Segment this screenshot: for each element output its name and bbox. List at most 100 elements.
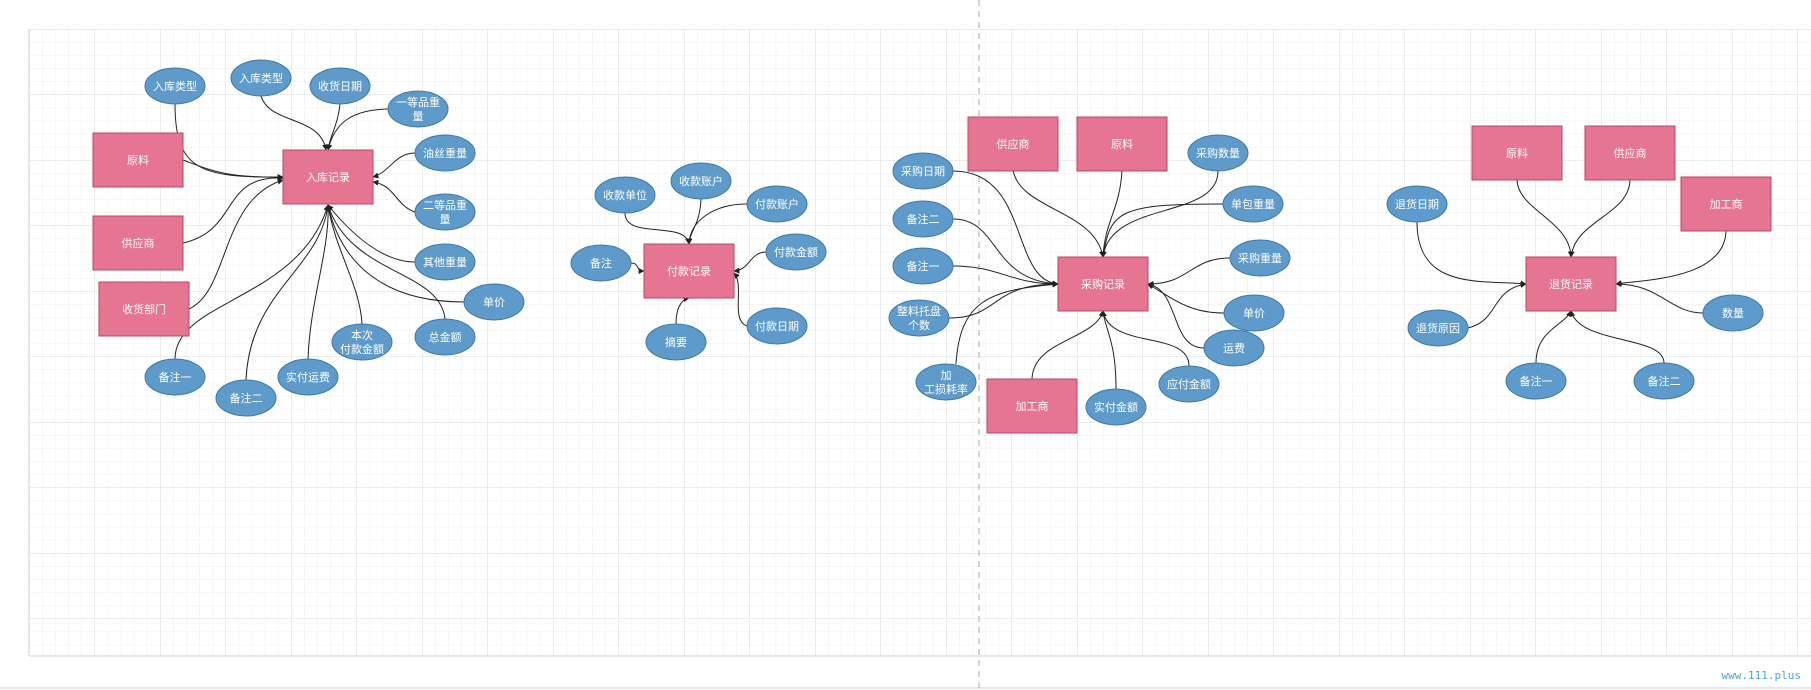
attribute-node[interactable]: 备注二	[215, 379, 277, 417]
connector-line[interactable]	[1516, 178, 1574, 258]
connector-line[interactable]	[1467, 281, 1527, 329]
attribute-node[interactable]: 单包重量	[1222, 185, 1284, 223]
attribute-node[interactable]: 备注一	[144, 358, 206, 396]
attribute-ellipse[interactable]	[892, 247, 954, 285]
attribute-node[interactable]: 备注一	[1505, 362, 1567, 400]
attribute-node[interactable]: 二等品重量	[414, 193, 476, 231]
connector-line[interactable]	[948, 281, 1059, 319]
connector-line[interactable]	[174, 103, 284, 181]
attribute-ellipse[interactable]	[463, 283, 525, 321]
connector-line[interactable]	[630, 262, 645, 274]
attribute-node[interactable]: 本次付款金额	[331, 323, 393, 361]
attribute-node[interactable]: 整料托盘个数	[888, 299, 950, 337]
connector-line[interactable]	[1569, 310, 1665, 364]
attribute-ellipse[interactable]	[746, 185, 808, 223]
entity-box[interactable]	[1076, 116, 1168, 172]
attribute-ellipse[interactable]	[746, 307, 808, 345]
attribute-node[interactable]: 付款日期	[746, 307, 808, 345]
connector-line[interactable]	[245, 204, 331, 381]
attribute-node[interactable]: 入库类型	[144, 67, 206, 105]
connector-line[interactable]	[1031, 310, 1105, 381]
connector-line[interactable]	[955, 281, 1059, 365]
attribute-ellipse[interactable]	[277, 358, 339, 396]
connector-line[interactable]	[1100, 169, 1123, 258]
attribute-ellipse[interactable]	[414, 318, 476, 356]
attribute-node[interactable]: 采购重量	[1229, 239, 1291, 277]
connector-line[interactable]	[1147, 283, 1225, 314]
entity-node[interactable]: 原料	[1076, 116, 1168, 172]
attribute-ellipse[interactable]	[414, 134, 476, 172]
connector-line[interactable]	[733, 272, 748, 327]
attribute-ellipse[interactable]	[670, 162, 732, 200]
attribute-ellipse[interactable]	[888, 299, 950, 337]
attribute-ellipse[interactable]	[892, 200, 954, 238]
connector-line[interactable]	[1012, 169, 1106, 258]
attribute-ellipse[interactable]	[144, 358, 206, 396]
entity-center-3[interactable]: 退货记录	[1525, 256, 1617, 312]
entity-box[interactable]	[92, 132, 184, 188]
attribute-node[interactable]: 采购数量	[1187, 134, 1249, 172]
attribute-ellipse[interactable]	[1407, 309, 1469, 347]
attribute-ellipse[interactable]	[645, 323, 707, 361]
entity-center-1[interactable]: 付款记录	[643, 243, 735, 299]
attribute-ellipse[interactable]	[1633, 362, 1695, 400]
attribute-ellipse[interactable]	[915, 363, 977, 401]
entity-box[interactable]	[282, 149, 374, 205]
entity-center-2[interactable]: 采购记录	[1057, 256, 1149, 312]
entity-box[interactable]	[1057, 256, 1149, 312]
connector-line[interactable]	[1100, 203, 1224, 258]
connector-line[interactable]	[1147, 282, 1205, 349]
attribute-node[interactable]: 运费	[1203, 329, 1265, 367]
attribute-ellipse[interactable]	[414, 193, 476, 231]
attribute-node[interactable]: 加工损耗率	[915, 363, 977, 401]
connector-line[interactable]	[372, 179, 416, 213]
attribute-ellipse[interactable]	[144, 67, 206, 105]
attribute-ellipse[interactable]	[1702, 294, 1764, 332]
entity-box[interactable]	[1471, 125, 1563, 181]
entity-node[interactable]: 原料	[1471, 125, 1563, 181]
attribute-node[interactable]: 退货日期	[1386, 185, 1448, 223]
attribute-node[interactable]: 实付运费	[277, 358, 339, 396]
attribute-ellipse[interactable]	[1085, 388, 1147, 426]
attribute-ellipse[interactable]	[387, 90, 449, 128]
attribute-ellipse[interactable]	[230, 59, 292, 97]
attribute-ellipse[interactable]	[215, 379, 277, 417]
entity-box[interactable]	[1584, 125, 1676, 181]
entity-node[interactable]: 供应商	[967, 116, 1059, 172]
attribute-node[interactable]: 入库类型	[230, 59, 292, 97]
connector-line[interactable]	[1101, 310, 1190, 367]
attribute-node[interactable]: 其他重量	[414, 243, 476, 281]
attribute-ellipse[interactable]	[892, 152, 954, 190]
attribute-node[interactable]: 油丝重量	[414, 134, 476, 172]
connector-line[interactable]	[174, 204, 330, 360]
attribute-ellipse[interactable]	[570, 244, 632, 282]
connector-line[interactable]	[1147, 257, 1231, 287]
entity-node[interactable]: 原料	[92, 132, 184, 188]
attribute-ellipse[interactable]	[1222, 185, 1284, 223]
entity-box[interactable]	[1525, 256, 1617, 312]
attribute-node[interactable]: 退货原因	[1407, 309, 1469, 347]
attribute-node[interactable]: 单价	[463, 283, 525, 321]
attribute-ellipse[interactable]	[414, 243, 476, 281]
connector-line[interactable]	[307, 204, 332, 360]
entity-box[interactable]	[986, 378, 1078, 434]
connector-line[interactable]	[624, 212, 692, 245]
connector-line[interactable]	[1535, 310, 1572, 364]
connector-line[interactable]	[1615, 229, 1727, 287]
attribute-node[interactable]: 备注二	[1633, 362, 1695, 400]
entity-box[interactable]	[967, 116, 1059, 172]
connector-line[interactable]	[1416, 221, 1527, 287]
attribute-node[interactable]: 备注一	[892, 247, 954, 285]
entity-box[interactable]	[92, 215, 184, 271]
entity-node[interactable]: 加工商	[1680, 176, 1772, 232]
attribute-ellipse[interactable]	[1386, 185, 1448, 223]
connector-line[interactable]	[326, 204, 465, 303]
attribute-ellipse[interactable]	[1187, 134, 1249, 172]
entity-node[interactable]: 加工商	[986, 378, 1078, 434]
connector-line[interactable]	[260, 95, 329, 151]
connector-line[interactable]	[952, 218, 1059, 287]
connector-line[interactable]	[675, 296, 690, 325]
attribute-node[interactable]: 一等品重量	[387, 90, 449, 128]
attribute-node[interactable]: 摘要	[645, 323, 707, 361]
attribute-node[interactable]: 总金额	[414, 318, 476, 356]
